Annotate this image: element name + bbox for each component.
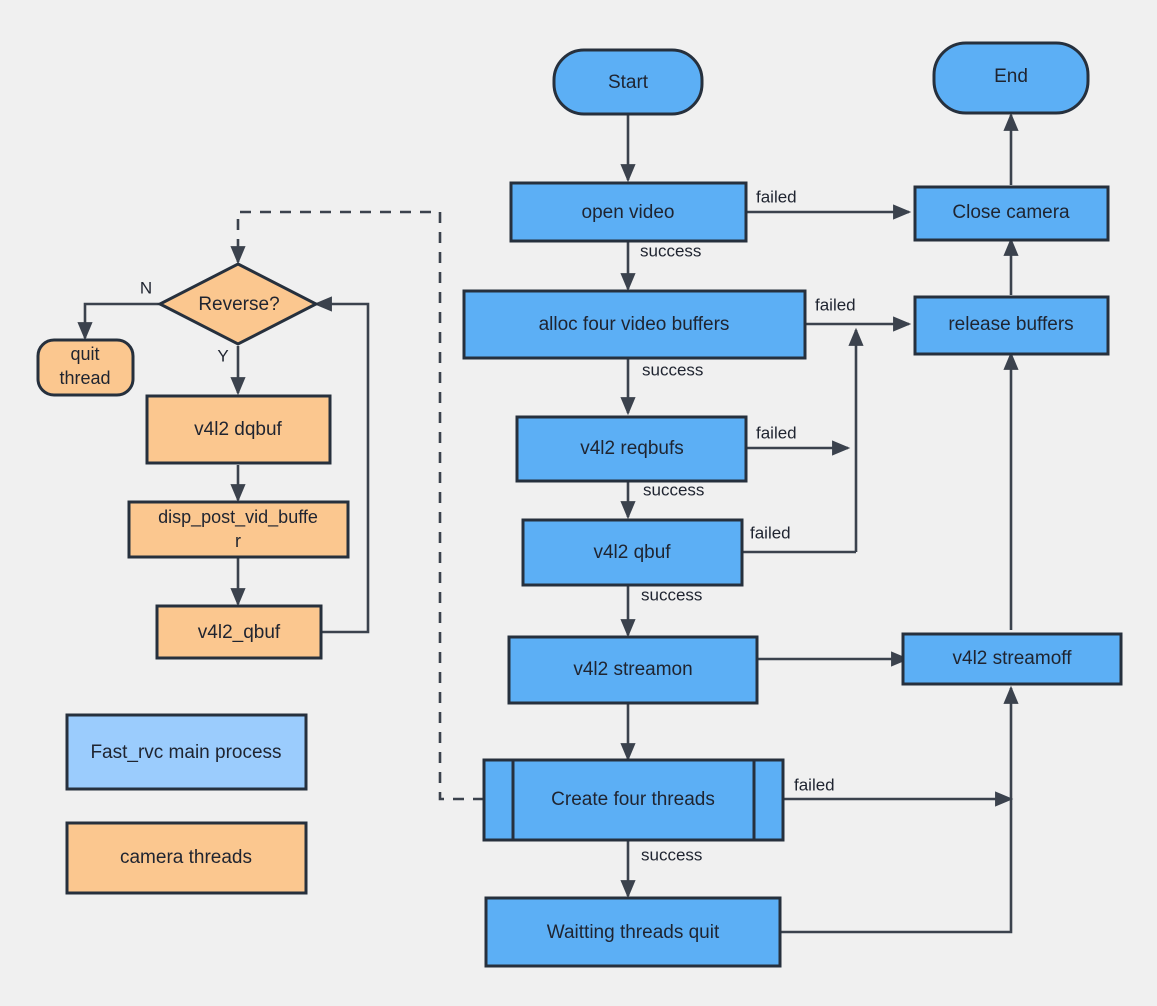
edge-label-reverse-no: N bbox=[140, 278, 152, 297]
node-release-buffers[interactable] bbox=[913, 295, 1110, 356]
node-streamon-label: v4l2 streamon bbox=[573, 659, 692, 680]
node-create-threads-label: Create four threads bbox=[551, 789, 715, 810]
edge-qbuf-thread-loop-to-reverse bbox=[313, 296, 370, 634]
node-reqbufs[interactable] bbox=[515, 415, 748, 483]
node-quit-thread[interactable] bbox=[36, 338, 135, 397]
edge-reverse-no-to-quit-thread bbox=[77, 302, 168, 341]
edge-label-alloc-success: success bbox=[642, 360, 703, 379]
legend-swatch-camera-threads bbox=[65, 821, 308, 895]
node-qbuf-thread[interactable] bbox=[155, 604, 323, 660]
node-start[interactable] bbox=[552, 48, 704, 116]
node-reverse-decision-label: Reverse? bbox=[198, 294, 279, 315]
edge-waitting-quit-to-streamoff bbox=[780, 685, 1019, 934]
edge-label-open-video-failed: failed bbox=[756, 187, 797, 206]
node-alloc-buffers[interactable] bbox=[462, 289, 807, 360]
edge-label-qbuf-success: success bbox=[641, 585, 702, 604]
node-dqbuf-label: v4l2 dqbuf bbox=[194, 419, 282, 440]
node-disp-post[interactable] bbox=[127, 500, 350, 559]
node-qbuf-thread-label: v4l2_qbuf bbox=[198, 622, 281, 643]
node-release-buffers-label: release buffers bbox=[948, 314, 1073, 335]
edge-create-threads-spawn-dashed bbox=[230, 210, 484, 801]
node-open-video-label: open video bbox=[582, 202, 675, 223]
node-quit-thread-label-line1: quit bbox=[70, 344, 99, 364]
node-dqbuf[interactable] bbox=[145, 394, 332, 465]
node-qbuf-label: v4l2 qbuf bbox=[593, 542, 671, 563]
node-start-label: Start bbox=[608, 72, 649, 93]
edge-label-reverse-yes: Y bbox=[217, 346, 228, 365]
node-waitting-quit-label: Waitting threads quit bbox=[547, 922, 720, 943]
edge-label-qbuf-failed: failed bbox=[750, 523, 791, 542]
node-streamoff-label: v4l2 streamoff bbox=[953, 648, 1073, 669]
legend-swatch-main-process bbox=[65, 713, 308, 791]
node-qbuf[interactable] bbox=[521, 518, 744, 587]
node-close-camera-label: Close camera bbox=[952, 202, 1070, 223]
legend-label-camera-threads: camera threads bbox=[120, 847, 252, 868]
edge-label-create-threads-success: success bbox=[641, 845, 702, 864]
node-waitting-quit[interactable] bbox=[484, 896, 782, 968]
node-reqbufs-label: v4l2 reqbufs bbox=[580, 438, 684, 459]
node-reverse-decision[interactable] bbox=[156, 262, 320, 346]
node-end-label: End bbox=[994, 66, 1028, 87]
node-streamon[interactable] bbox=[507, 635, 759, 705]
node-streamoff[interactable] bbox=[901, 632, 1123, 686]
edge-label-create-threads-failed: failed bbox=[794, 775, 835, 794]
node-disp-post-label-line2: r bbox=[235, 531, 241, 551]
node-create-threads[interactable] bbox=[482, 758, 785, 842]
edge-label-reqbufs-failed: failed bbox=[756, 423, 797, 442]
node-disp-post-label-line1: disp_post_vid_buffe bbox=[158, 507, 318, 528]
node-end[interactable] bbox=[932, 41, 1090, 115]
node-quit-thread-label-line2: thread bbox=[59, 368, 110, 388]
node-alloc-buffers-label: alloc four video buffers bbox=[539, 314, 730, 335]
edge-label-open-video-success: success bbox=[640, 241, 701, 260]
edge-label-reqbufs-success: success bbox=[643, 480, 704, 499]
node-close-camera[interactable] bbox=[913, 185, 1110, 242]
legend-label-main-process: Fast_rvc main process bbox=[90, 742, 281, 763]
edge-label-alloc-failed: failed bbox=[815, 295, 856, 314]
node-open-video[interactable] bbox=[509, 181, 748, 243]
